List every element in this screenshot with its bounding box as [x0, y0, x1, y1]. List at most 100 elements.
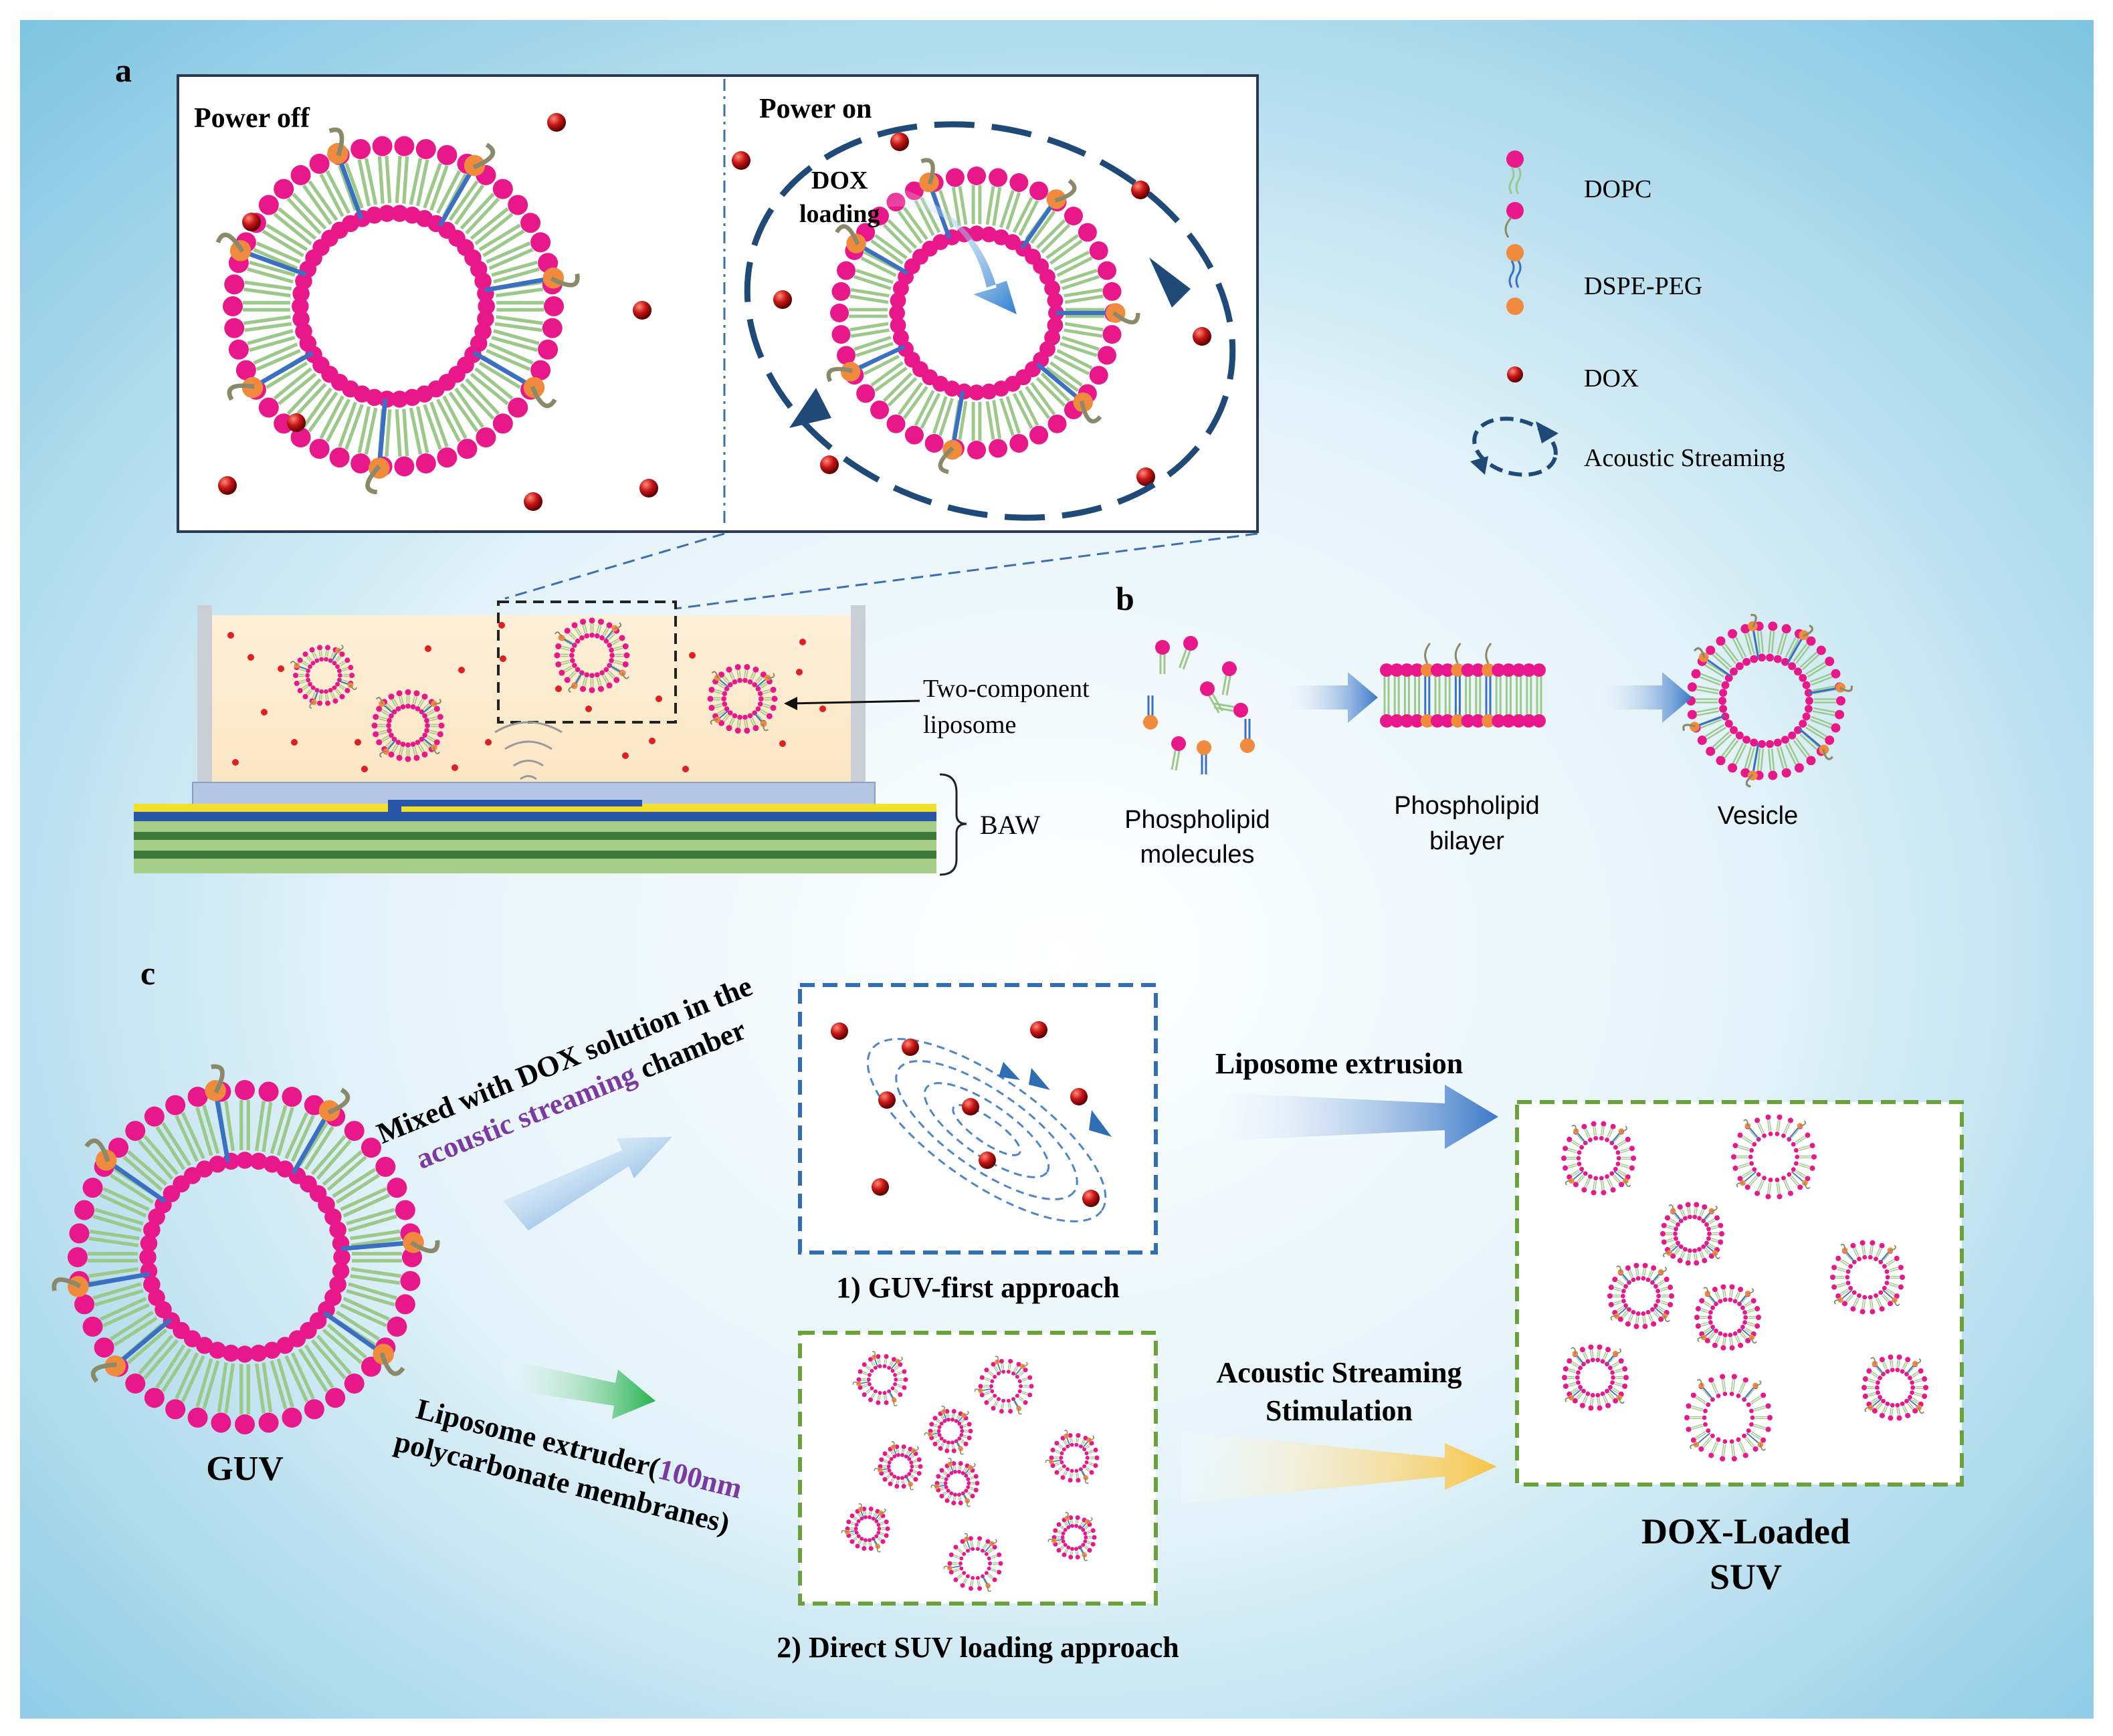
peg-chain [880, 1508, 886, 1514]
dopc-head [589, 673, 595, 678]
lipid-tail [122, 1203, 147, 1218]
lipid-tail [1740, 1387, 1744, 1394]
dopc-head [1060, 1451, 1064, 1456]
dopc-head [319, 689, 324, 694]
dopc-head [249, 1152, 268, 1170]
dopc-head [1716, 1393, 1721, 1398]
dopc-head [1878, 1290, 1884, 1295]
dopc-head [1793, 1161, 1799, 1166]
lipid-tail [1700, 722, 1712, 729]
lipid-tail [294, 1377, 309, 1403]
lipid-tail [866, 1388, 870, 1392]
lipid-tail [878, 1518, 882, 1521]
lipid-tail [348, 1221, 374, 1232]
lipid-tail [1714, 1442, 1719, 1449]
dopc-head [1905, 1412, 1911, 1418]
dopc-head [372, 136, 393, 156]
peg-chain [974, 1388, 981, 1392]
dopc-head [140, 1234, 158, 1253]
lipid-tail [1705, 1392, 1711, 1399]
lipid-tail [954, 1467, 957, 1470]
dopc-head [1695, 1306, 1701, 1312]
dopc-head [564, 627, 571, 634]
lipid-tail [869, 291, 890, 298]
lipid-tail [417, 701, 421, 706]
dopc-head [887, 1366, 892, 1370]
lipid-tail [294, 1111, 309, 1137]
dopc-head [837, 346, 856, 365]
dopc-head [1743, 1315, 1748, 1320]
dopc-head [1656, 1293, 1662, 1299]
lipid-tail [385, 710, 390, 714]
dopc-head [1093, 1463, 1098, 1469]
lipid-tail [1045, 245, 1064, 259]
dopc-head [889, 1456, 894, 1461]
lipid-tail [726, 678, 730, 683]
lipid-tail [1864, 1299, 1866, 1305]
dopc-head [878, 1364, 882, 1368]
dopc-head [1710, 1433, 1715, 1438]
lipid-tail [1694, 1210, 1696, 1214]
lipid-head [1420, 663, 1434, 677]
dopc-head [1768, 1131, 1773, 1136]
lipid-tail [877, 265, 897, 278]
dopc-head [938, 1446, 943, 1451]
lipid-tail [988, 419, 995, 440]
lipid-tail [1751, 1175, 1757, 1182]
lipid-tail [174, 1348, 192, 1372]
dox-particle [979, 1152, 996, 1169]
dopc-head [1724, 673, 1733, 682]
lipid-tail [959, 1550, 963, 1553]
lipid-tail [161, 1122, 179, 1146]
chamber-wall-right [851, 605, 866, 796]
dopc-head [734, 728, 741, 734]
dopc-head [1578, 1385, 1583, 1390]
lipid-tail [943, 1491, 946, 1494]
dopc-head [559, 669, 565, 676]
dopc-head [1047, 414, 1067, 433]
lipid-tail [336, 658, 340, 662]
dopc-head [1862, 1393, 1868, 1399]
dopc-head [873, 1389, 878, 1394]
lipid-head [1183, 636, 1198, 651]
lipid-tail [900, 232, 918, 249]
lipid-tail [290, 1352, 305, 1378]
lipid-tail [282, 241, 304, 257]
lipid-tail [1049, 361, 1068, 376]
dopc-head [437, 447, 458, 468]
dopc-head [1722, 1392, 1728, 1396]
phospholipid-bilayer-group [1380, 643, 1546, 728]
lipid-tail [1724, 1292, 1726, 1297]
lipid-tail [1709, 1243, 1714, 1246]
dopc-head [1874, 1257, 1878, 1261]
lipid-tail [1604, 1355, 1607, 1360]
dox-dot [261, 709, 268, 716]
lipid-tail [757, 679, 761, 684]
dopc-head [622, 643, 629, 650]
dopc-head [1878, 1376, 1882, 1380]
lipid-tail [1599, 1398, 1601, 1402]
electrode-yellow [134, 804, 936, 812]
lipid-tail [752, 718, 755, 723]
dopc-head [1591, 1121, 1597, 1127]
dopc-head [771, 695, 778, 702]
dopc-head [415, 740, 421, 745]
dopc-head [1613, 1145, 1618, 1150]
lipid-tail [1608, 1178, 1612, 1184]
dopc-head [1714, 1328, 1718, 1333]
dopc-head [1848, 1264, 1853, 1269]
dopc-head [894, 1484, 900, 1489]
peg-tail [1798, 728, 1824, 750]
dopc-head [946, 1489, 950, 1493]
lipid-tail [1593, 1130, 1595, 1136]
peg-chain [1750, 613, 1757, 628]
lipid-tail [1579, 1393, 1583, 1398]
dopc-head [1894, 1255, 1900, 1261]
dopc-head [992, 1545, 997, 1550]
dopc-head [1678, 1244, 1684, 1249]
dopc-head [339, 651, 345, 657]
dopc-head [1674, 1226, 1678, 1232]
dopc-head [387, 728, 392, 734]
dopc-head [1684, 1415, 1690, 1420]
dopc-head [1874, 1293, 1878, 1298]
